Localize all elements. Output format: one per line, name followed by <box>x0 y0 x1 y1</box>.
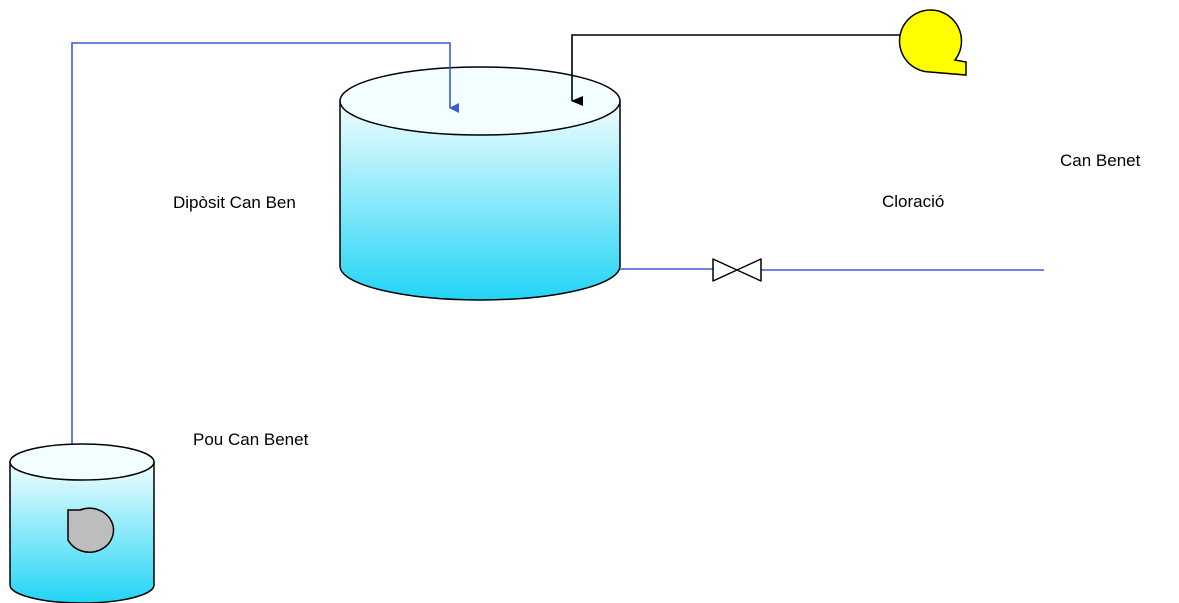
water-feed-pipe <box>71 42 459 490</box>
well-label: Pou Can Benet <box>193 430 309 449</box>
main-tank-label: Dipòsit Can Ben <box>173 193 296 212</box>
gate-valve-icon <box>712 258 762 282</box>
chlorination-label: Cloració <box>882 192 945 211</box>
chlorine-dosing-line <box>571 34 903 106</box>
centrifugal-pump-icon <box>898 9 967 76</box>
main-tank <box>339 66 621 301</box>
submersible-pump-icon <box>67 507 115 553</box>
destination-label: Can Benet <box>1060 151 1141 170</box>
